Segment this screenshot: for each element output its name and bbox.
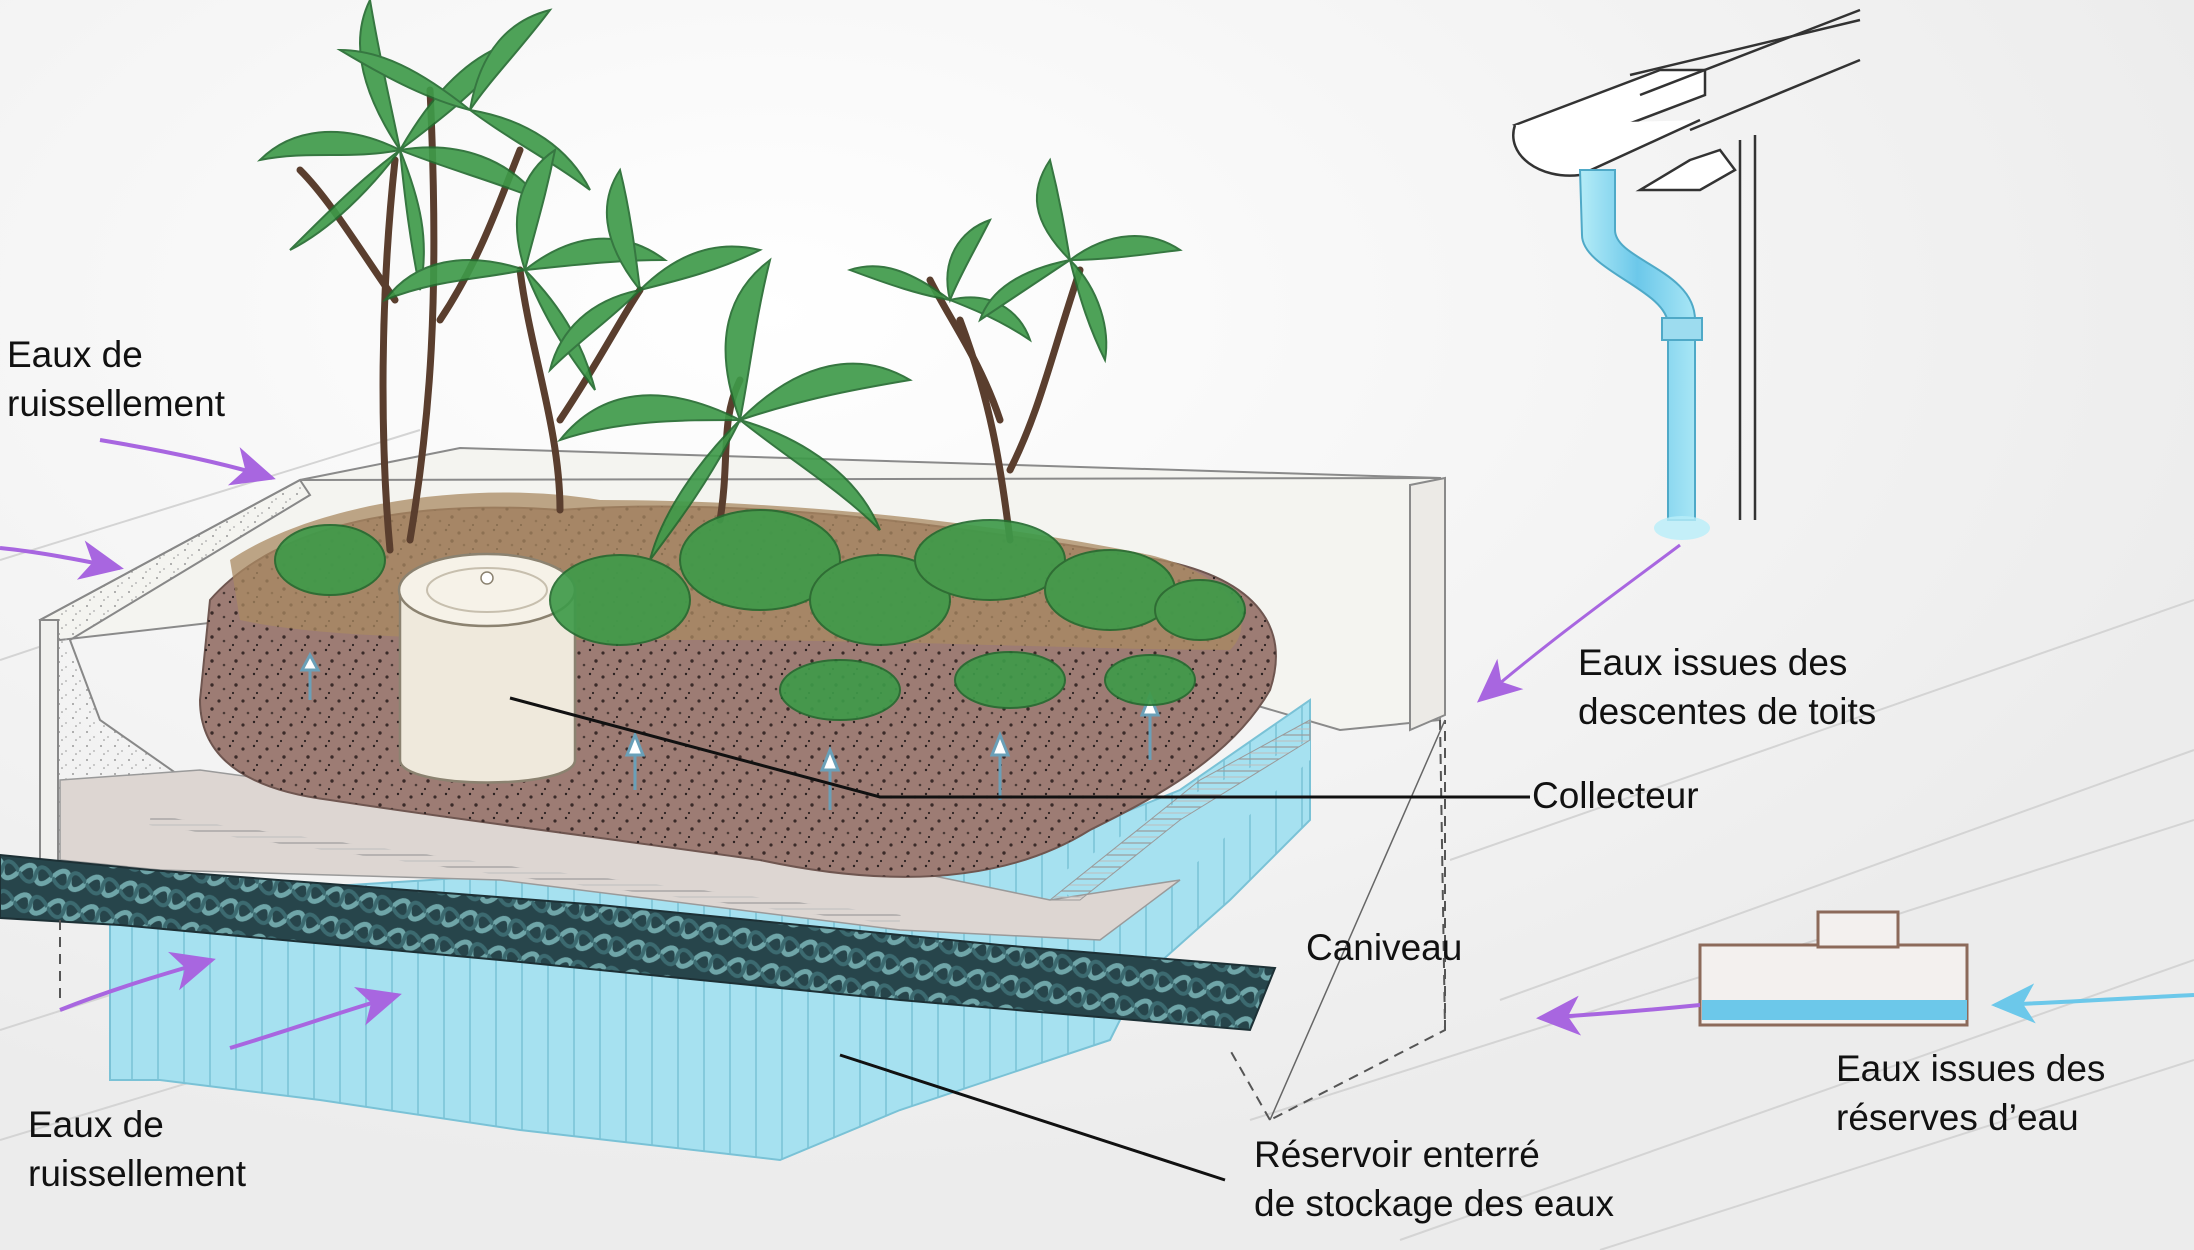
foliage (256, 0, 1246, 721)
leader-lines (509, 696, 1530, 1182)
runoff-top-line2: ruissellement (7, 383, 225, 424)
roof-water-line2: descentes de toits (1578, 691, 1877, 732)
tank-line2: de stockage des eaux (1254, 1183, 1614, 1224)
collector-label: Collecteur (1532, 771, 1699, 820)
reserve-water-line1: Eaux issues des (1836, 1048, 2106, 1089)
perforated-drain-icon (0, 853, 1277, 1032)
runoff-bottom-line2: ruissellement (28, 1153, 246, 1194)
gutter-stripes (1048, 719, 1311, 901)
collector-text: Collecteur (1532, 775, 1699, 816)
runoff-top-label: Eaux de ruissellement (7, 330, 225, 428)
reserve-water-label: Eaux issues des réserves d’eau (1836, 1044, 2105, 1142)
reserve-water-line2: réserves d’eau (1836, 1097, 2079, 1138)
gutter-text: Caniveau (1306, 927, 1463, 968)
runoff-bottom-label: Eaux de ruissellement (28, 1100, 246, 1198)
tank-line1: Réservoir enterré (1254, 1134, 1540, 1175)
clean-water-arrow (1991, 983, 2194, 1024)
collector-cylinder-icon (397, 552, 577, 784)
roof-water-line1: Eaux issues des (1578, 642, 1848, 683)
runoff-bottom-line1: Eaux de (28, 1104, 164, 1145)
gutter-label: Caniveau (1306, 923, 1462, 972)
downpipe-icon (1578, 169, 1710, 540)
runoff-top-line1: Eaux de (7, 334, 143, 375)
roof-water-label: Eaux issues des descentes de toits (1578, 638, 1876, 736)
planter-right-wall (1409, 476, 1446, 732)
tee-pipe-icon (1698, 910, 1969, 1027)
runoff-arrows (0, 438, 1701, 1050)
tank-outline (59, 719, 1447, 1121)
roof-gutter (1512, 8, 1861, 520)
vegetation (296, 86, 1084, 554)
tank-label: Réservoir enterré de stockage des eaux (1254, 1130, 1614, 1228)
tank-water-right (1050, 740, 1310, 930)
